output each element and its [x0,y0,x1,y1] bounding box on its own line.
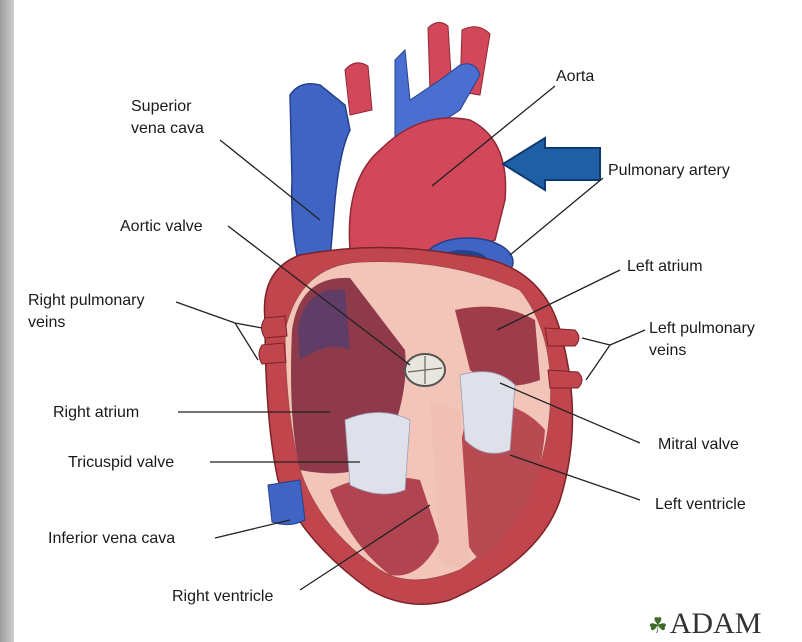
leaf-icon: ☘ [648,613,668,638]
label-tricuspid-valve: Tricuspid valve [68,452,174,474]
left-pulmonary-vein-1 [545,328,579,346]
label-inferior-vena-cava: Inferior vena cava [48,528,175,550]
label-mitral-valve: Mitral valve [658,434,739,456]
label-right-ventricle: Right ventricle [172,586,273,608]
label-aortic-valve: Aortic valve [120,216,203,238]
mitral-chordae [460,372,515,454]
tricuspid-chordae [345,413,410,495]
adam-logo: ☘ADAM [648,608,761,642]
inferior-vena-cava-shape [268,480,305,525]
logo-text: ADAM [670,607,762,640]
right-pulmonary-vein-2 [259,343,286,364]
aortic-branch-1 [345,63,372,115]
label-superior-vena-cava-line1: Superior [131,96,191,118]
label-left-pulmonary-veins-line2: veins [649,340,686,362]
label-superior-vena-cava-line2: vena cava [131,118,204,140]
label-right-atrium: Right atrium [53,402,139,424]
label-right-pulmonary-veins-line2: veins [28,312,65,334]
label-left-ventricle: Left ventricle [655,494,746,516]
label-left-pulmonary-veins-line1: Left pulmonary [649,318,755,340]
left-pulmonary-vein-2 [548,370,582,388]
label-left-atrium: Left atrium [627,256,703,278]
label-pulmonary-artery: Pulmonary artery [608,160,730,182]
label-right-pulmonary-veins-line1: Right pulmonary [28,290,145,312]
superior-vena-cava-shape [290,84,350,270]
pulmonary-artery-pointer-arrow [503,138,600,190]
label-aorta: Aorta [556,66,594,88]
right-pulmonary-vein-1 [262,316,288,338]
